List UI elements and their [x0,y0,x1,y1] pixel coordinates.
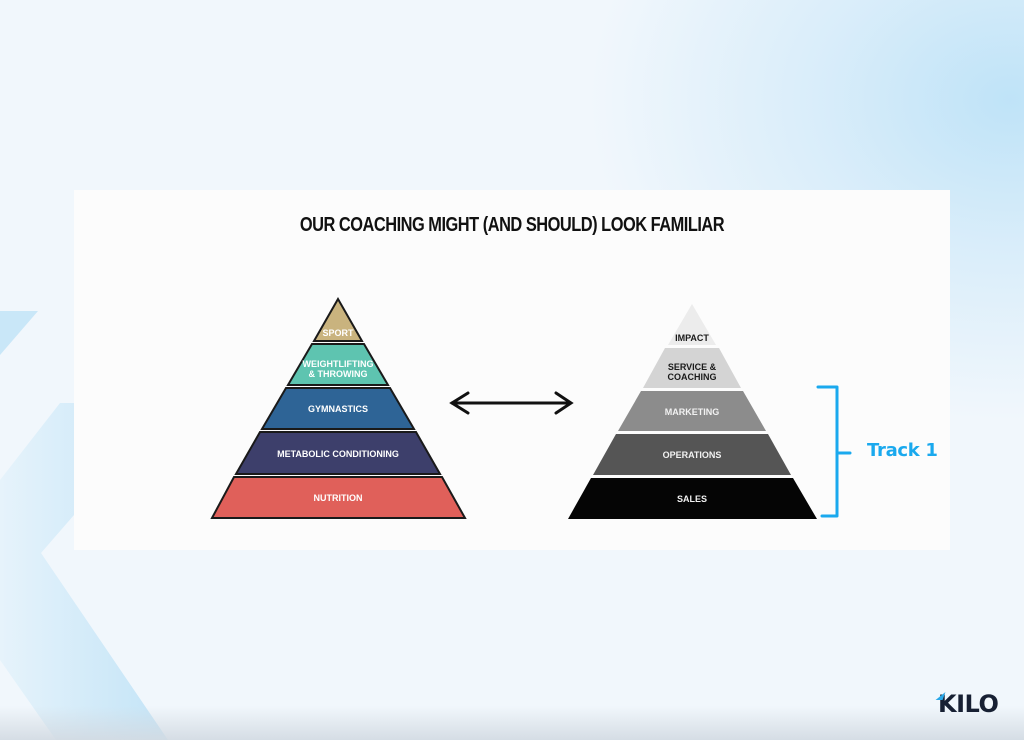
level-weightlifting [286,343,390,386]
level-service [643,348,741,388]
label-nutrition: NUTRITION [314,493,363,503]
level-marketing [618,391,766,431]
label-service-1: SERVICE & [668,362,717,372]
level-gymnastics [260,387,416,430]
kilo-logo: KILO [935,690,1006,720]
level-nutrition [210,476,467,519]
bracket-icon [816,385,852,518]
left-pyramid [210,296,467,519]
slide-card: OUR COACHING MIGHT (AND SHOULD) LOOK FAM… [74,190,950,550]
bottom-shade [0,706,1024,740]
level-operations [593,434,791,475]
logo-text: KILO [938,690,999,718]
level-sport [312,296,364,342]
label-metabolic: METABOLIC CONDITIONING [277,449,399,459]
slide-title: OUR COACHING MIGHT (AND SHOULD) LOOK FAM… [299,214,725,236]
level-metabolic [234,431,442,475]
label-weightlifting-1: WEIGHTLIFTING [303,359,374,369]
label-impact: IMPACT [675,333,709,343]
label-operations: OPERATIONS [663,450,722,460]
level-sales [568,478,817,519]
double-arrow-icon [449,391,574,415]
label-sport: SPORT [322,328,354,338]
right-pyramid [568,304,817,519]
label-gymnastics: GYMNASTICS [308,404,368,414]
pyramids-diagram: SPORT WEIGHTLIFTING & THROWING GYMNASTIC… [210,296,852,519]
label-service-2: COACHING [668,372,717,382]
level-impact [668,304,716,345]
label-weightlifting-2: & THROWING [309,369,368,379]
track-label: Track 1 [867,440,938,461]
label-sales: SALES [677,494,707,504]
label-marketing: MARKETING [665,407,720,417]
